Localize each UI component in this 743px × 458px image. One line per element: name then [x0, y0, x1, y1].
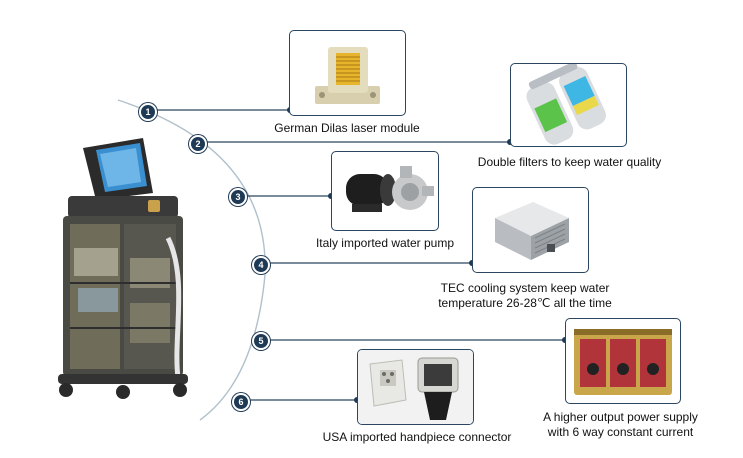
handpiece-connector-photo — [357, 349, 474, 425]
caption-6: USA imported handpiece connector — [312, 430, 522, 445]
tec-cooling-photo — [472, 187, 589, 273]
tec-cooling-icon — [495, 202, 569, 260]
caption-1-line-1: German Dilas laser module — [274, 121, 420, 135]
water-pump-photo — [331, 151, 439, 231]
caption-4-line-2: temperature 26-28℃ all the time — [438, 296, 612, 310]
marker-3: 3 — [229, 188, 247, 206]
caption-3-line-1: Italy imported water pump — [315, 236, 455, 250]
water-pump-icon — [346, 166, 434, 212]
marker-6: 6 — [232, 393, 250, 411]
marker-2: 2 — [189, 135, 207, 153]
caption-1: German Dilas laser module — [272, 121, 422, 136]
laser-machine-image — [48, 138, 203, 400]
caption-4-line-1: TEC cooling system keep water — [440, 281, 610, 295]
marker-1: 1 — [139, 103, 157, 121]
laser-module-photo — [289, 30, 406, 116]
handpiece-connector-icon — [358, 350, 473, 424]
caption-5-line-2: with 6 way constant current — [547, 425, 694, 439]
laser-module-icon — [315, 47, 380, 104]
caption-3: Italy imported water pump — [305, 236, 465, 251]
caption-2: Double filters to keep water quality — [462, 155, 677, 170]
marker-4: 4 — [252, 256, 270, 274]
power-supply-icon — [574, 329, 672, 395]
caption-5: A higher output power supply with 6 way … — [538, 410, 703, 440]
caption-2-line-1: Double filters to keep water quality — [477, 155, 662, 169]
caption-6-line-1: USA imported handpiece connector — [322, 430, 512, 444]
water-filters-icon — [526, 64, 606, 145]
water-filters-photo — [510, 63, 627, 147]
marker-5: 5 — [252, 332, 270, 350]
caption-5-line-1: A higher output power supply — [543, 410, 698, 424]
power-supply-photo — [565, 318, 681, 404]
caption-4: TEC cooling system keep water temperatur… — [430, 281, 620, 311]
